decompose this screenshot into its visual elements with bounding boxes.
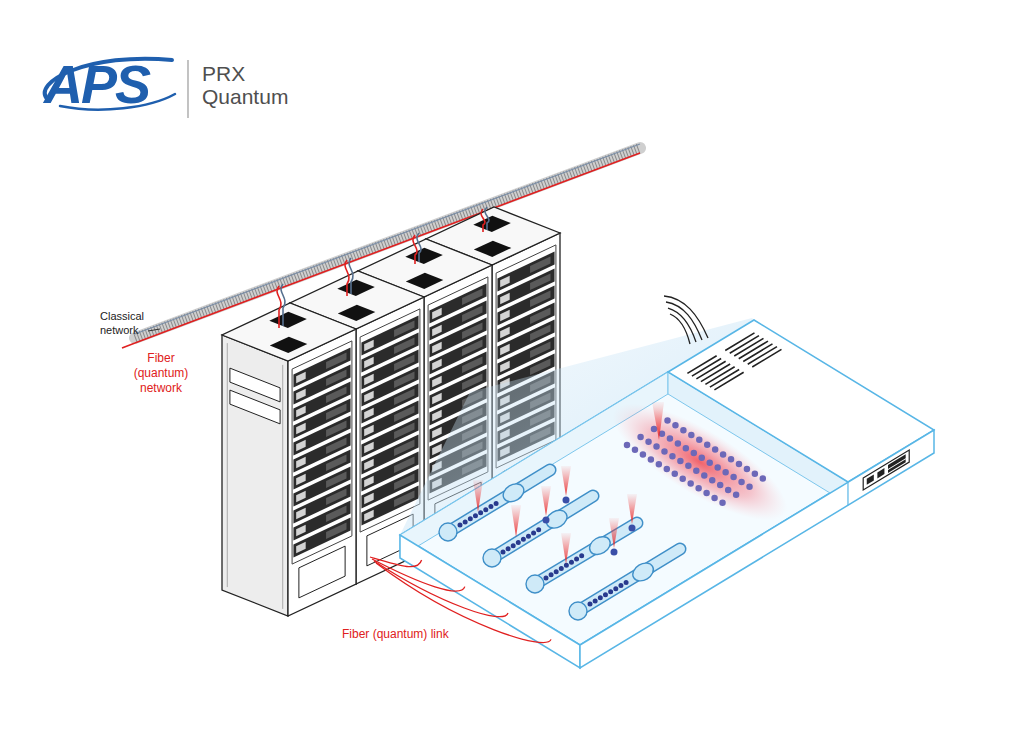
network-label: Classical network (100, 309, 160, 337)
fiber-bundle (664, 296, 708, 344)
journal-name: PRX (202, 62, 322, 86)
atom-array (598, 383, 802, 541)
drop-wire (277, 207, 489, 328)
cable-tray (122, 144, 640, 348)
link-label: Fiber (quantum) link (342, 627, 512, 642)
logo-mark: APS (44, 54, 184, 114)
journal-name: Quantum (202, 85, 322, 109)
ion-trap (439, 466, 680, 620)
quantum-module (400, 320, 934, 668)
server-rack (222, 303, 356, 616)
network-label: Fiber (quantum) network (128, 351, 194, 396)
